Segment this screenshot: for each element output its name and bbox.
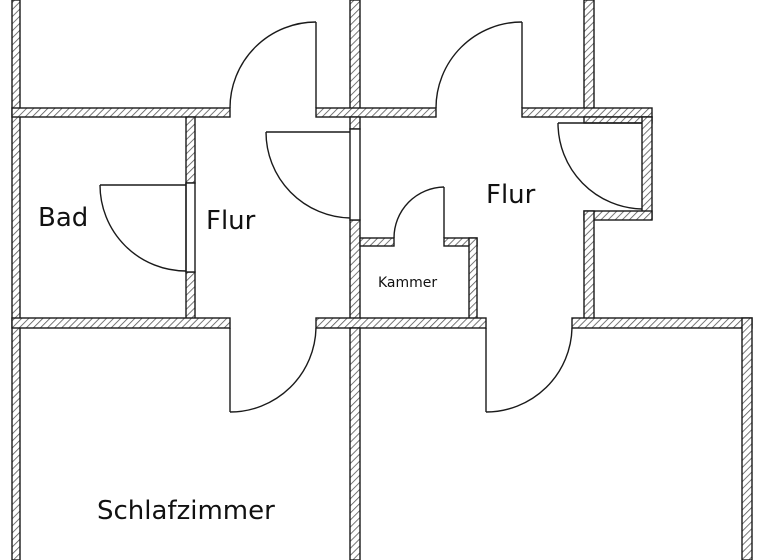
door-swing-schlafzimmer [229,327,317,413]
door-swing-bad [99,184,187,272]
wall-upper-divider-2 [583,0,595,111]
wall-top-row-seg-2 [315,107,437,118]
room-label-bad: Bad [38,203,88,233]
wall-lower-divider [349,327,361,560]
wall-upper-divider-1 [349,0,361,111]
wall-mid-row-seg-1 [11,317,231,329]
wall-outer-right-lower [741,317,753,560]
wall-flur-divider-lower [349,219,361,323]
room-label-flur-right: Flur [486,180,536,210]
wall-flur-door-jamb [349,128,361,221]
wall-flur-divider-upper [349,116,361,130]
doors [99,21,643,413]
wall-bad-flur-lower [185,271,196,323]
wall-kammer-top-left [359,237,395,247]
door-swing-kammer [393,186,445,239]
room-label-kammer: Kammer [378,275,437,291]
room-labels: Bad Flur Flur Kammer Schlafzimmer [38,180,536,526]
door-swing-niche [557,122,643,210]
wall-mid-row-seg-3 [571,317,753,329]
wall-top-row-seg-1 [11,107,231,118]
wall-flur-right-side [583,210,595,323]
wall-outer-left [11,0,21,560]
wall-niche-right [641,116,653,220]
wall-top-row-seg-3 [521,107,653,118]
wall-kammer-right [468,237,478,323]
door-swing-lower-right [485,327,573,413]
wall-bad-flur-upper [185,116,196,184]
room-label-flur-left: Flur [206,206,256,236]
door-swing-upper-middle [435,21,523,109]
room-label-schlafzimmer: Schlafzimmer [97,496,275,526]
wall-bad-door-jamb [185,182,196,273]
door-swing-upper-left [229,21,317,109]
wall-mid-row-seg-2 [315,317,487,329]
door-swing-flur-divider [265,131,351,219]
